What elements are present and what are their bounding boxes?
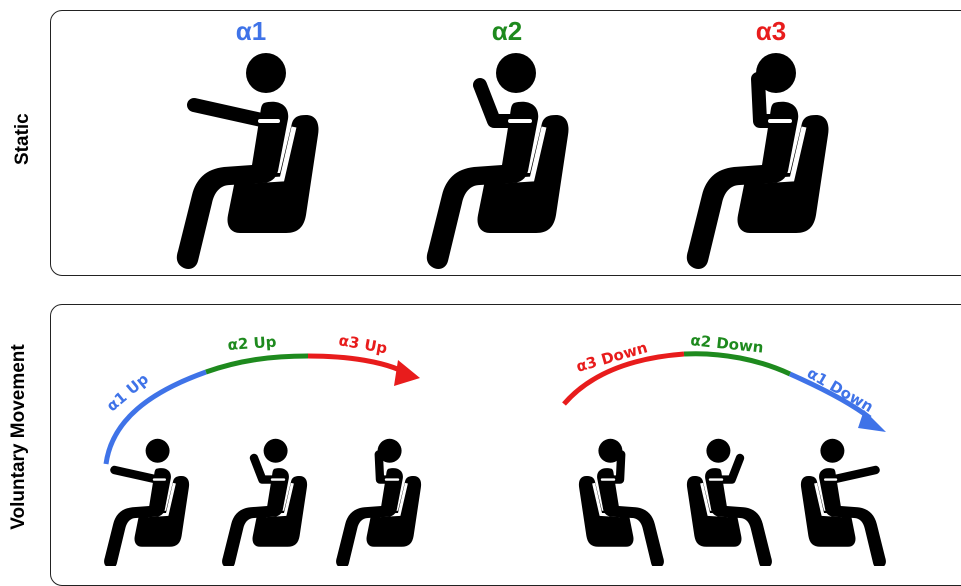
static-figure-alpha2: [427, 53, 569, 269]
alpha3-up-label: α3 Up: [337, 331, 389, 357]
up-figure-alpha2: [222, 439, 307, 566]
up-arrowhead: [394, 360, 420, 386]
down-figure-alpha2: [687, 439, 772, 566]
alpha2-up-label: α2 Up: [227, 333, 277, 354]
static-figure-alpha3: [687, 53, 829, 269]
figure-canvas: α1 Up α2 Up α3 Up α3 Down α2 Down α1 Dow…: [0, 0, 961, 566]
up-figure-alpha1: [104, 439, 189, 566]
down-figure-alpha3: [579, 439, 664, 566]
alpha1-down-label: α1 Down: [804, 364, 876, 416]
down-figure-alpha1: [801, 439, 886, 566]
static-figure-alpha1: [177, 53, 319, 269]
alpha1-up-label: α1 Up: [103, 370, 152, 415]
up-figure-alpha3: [336, 439, 421, 566]
down-arc: α3 Down α2 Down α1 Down: [564, 331, 886, 432]
